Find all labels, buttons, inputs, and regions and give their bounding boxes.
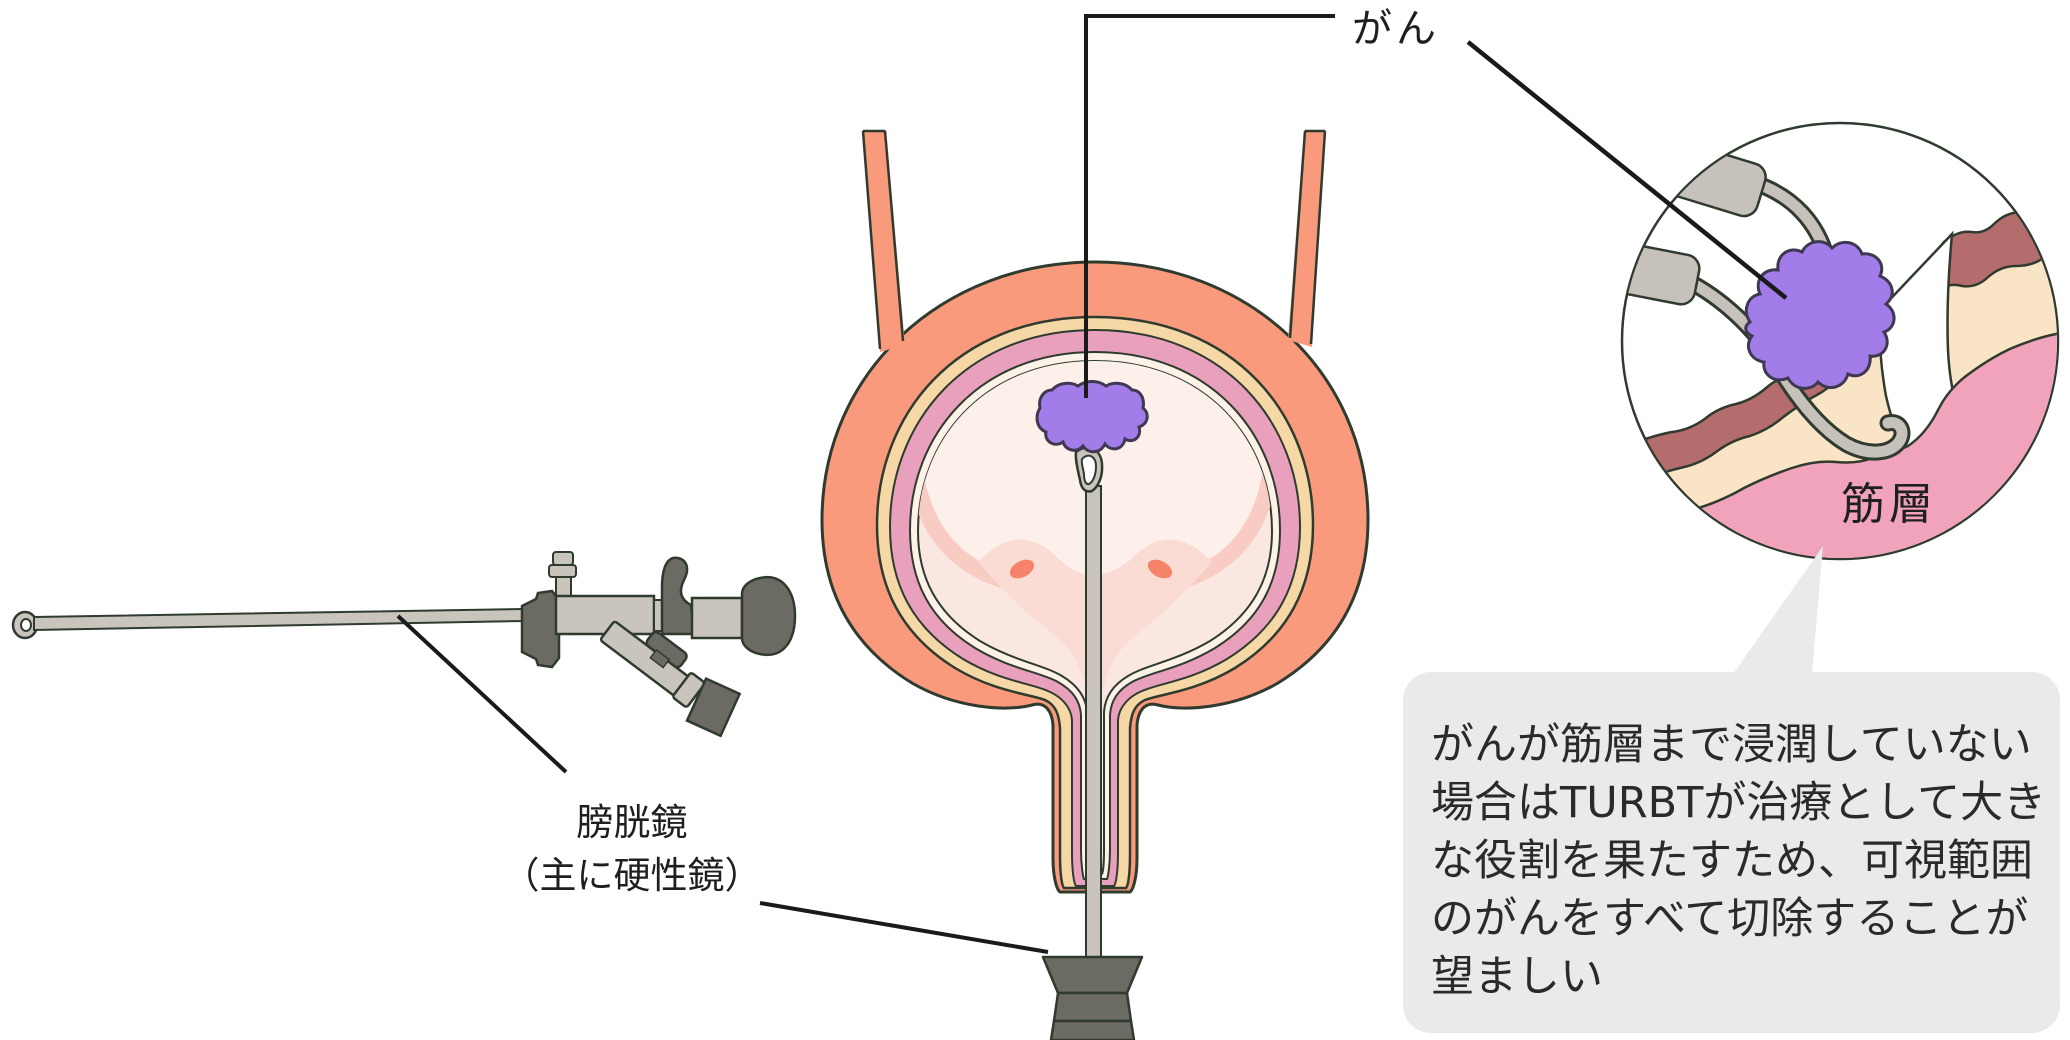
note-line: な役割を果たすため、可視範囲 <box>1431 836 2033 886</box>
cystoscope-label-line2: （主に硬性鏡） <box>502 854 762 897</box>
inset-instrument-arm-lower <box>1623 236 1701 306</box>
gan-pointer-line-bladder <box>1084 14 1335 398</box>
ureteral-orifice-left <box>1009 559 1035 579</box>
resectoscope-wire-loop <box>1074 446 1104 493</box>
tumor-label: がん <box>1352 6 1440 52</box>
cystoscope-illustration <box>11 551 797 738</box>
cystoscope-bridge <box>660 556 696 636</box>
cystoscope-collar <box>520 589 561 669</box>
ureter-left <box>861 129 905 352</box>
cystoscope-pointer-line <box>396 614 568 774</box>
muscle-layer-label: 筋層 <box>1841 479 1937 530</box>
resectoscope-shaft <box>1085 485 1102 959</box>
note-callout-box: がんが筋層まで浸潤していない 場合はTURBTが治療として大き な役割を果たすた… <box>1403 672 2060 1033</box>
tumor-inset <box>1744 240 1896 390</box>
cystoscope-eyepiece-tube <box>690 596 744 640</box>
sheath-pointer-line <box>759 901 1049 954</box>
ureteral-orifice-right <box>1147 559 1173 579</box>
tumor-main <box>1035 380 1149 454</box>
cystoscope-eyepiece-bell <box>740 575 797 657</box>
label-lines <box>396 14 1788 954</box>
note-line: 望ましい <box>1431 952 1603 1002</box>
note-line: 場合はTURBTが治療として大き <box>1431 778 2047 828</box>
note-line: のがんをすべて切除することが <box>1431 894 2029 944</box>
inset-callout-tail <box>1733 546 1823 674</box>
ureter-right <box>1288 129 1327 347</box>
magnified-inset <box>1620 121 2060 674</box>
gan-pointer-line-inset <box>1466 40 1788 300</box>
cystoscope-shaft <box>33 607 525 632</box>
cystoscope-label: 膀胱鏡 （主に硬性鏡） <box>472 796 792 902</box>
cystoscope-stopcock <box>548 551 577 598</box>
bladder-cross-section <box>820 129 1370 1040</box>
note-line: がんが筋層まで浸潤していない <box>1431 720 2032 770</box>
resectoscope-sheath-funnel <box>1041 955 1144 1040</box>
inset-wire-lower <box>1677 271 1911 461</box>
cystoscope-label-line1: 膀胱鏡 <box>576 801 688 844</box>
cystoscope-body <box>554 594 656 636</box>
cystoscope-inflow-arm <box>599 620 742 738</box>
